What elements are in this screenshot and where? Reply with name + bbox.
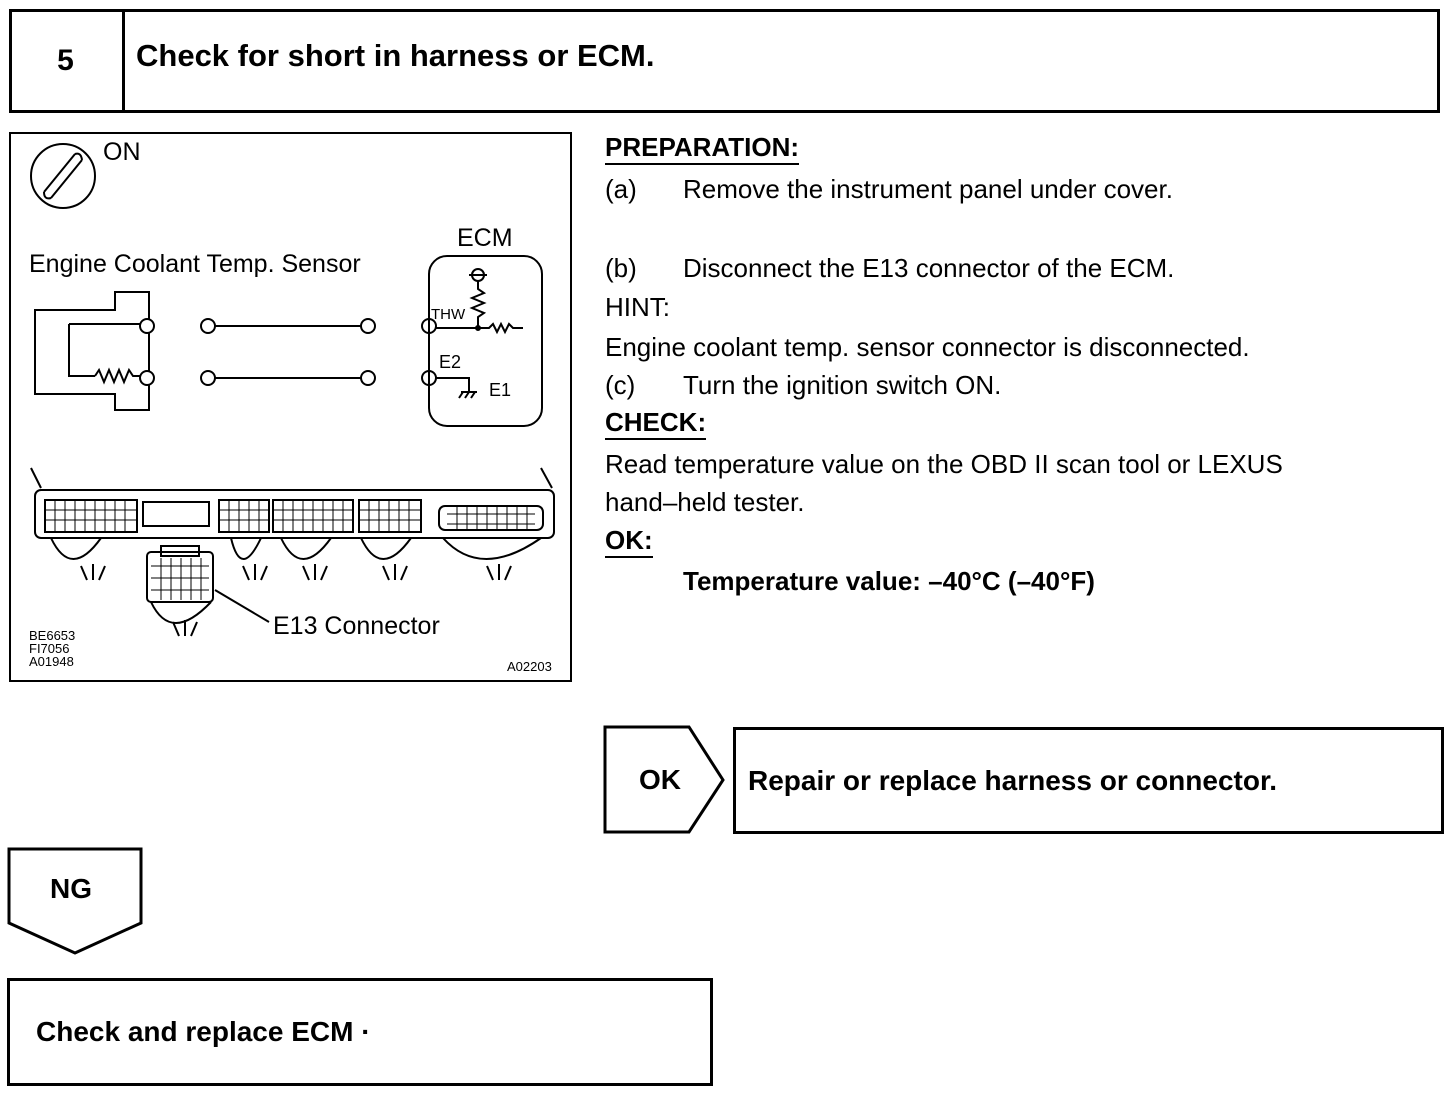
step-c-text: Turn the ignition switch ON. <box>683 370 1002 400</box>
ref-code-2: FI7056 <box>29 641 70 656</box>
ecm-connector-strip <box>30 467 555 637</box>
hint-heading: HINT: <box>605 292 670 322</box>
ok-tag-label: OK <box>639 764 681 795</box>
step-title: Check for short in harness or ECM. <box>136 38 655 73</box>
ok-heading: OK: <box>605 525 653 558</box>
preparation-heading: PREPARATION: <box>605 132 800 165</box>
check-text-line1: Read temperature value on the OBD II sca… <box>605 449 1283 479</box>
wiring-diagram: ON Engine Coolant Temp. Sensor ECM THW E… <box>9 132 572 682</box>
e2-terminal-label: E2 <box>439 352 462 372</box>
step-a-text: Remove the instrument panel under cover. <box>683 174 1173 204</box>
ecm-label: ECM <box>457 224 513 252</box>
ref-code-1: BE6653 <box>29 628 76 643</box>
ng-action-box <box>7 978 713 1086</box>
coolant-sensor-icon <box>34 291 150 411</box>
step-number: 5 <box>9 9 125 113</box>
hint-text: Engine coolant temp. sensor connector is… <box>605 332 1250 362</box>
sensor-label: Engine Coolant Temp. Sensor <box>29 250 361 278</box>
ok-tag-shape <box>603 725 725 834</box>
e1-terminal-label: E1 <box>489 380 512 400</box>
step-a-letter: (a) <box>605 174 637 204</box>
step-b-letter: (b) <box>605 253 637 283</box>
harness-wires <box>215 325 361 379</box>
check-heading: CHECK: <box>605 407 707 440</box>
ng-action-text: Check and replace ECM · <box>36 1016 371 1047</box>
ok-action-box <box>733 727 1444 834</box>
connector-pins <box>45 500 535 600</box>
step-c-letter: (c) <box>605 370 636 400</box>
diagram-drawing <box>30 143 555 637</box>
ignition-on-label: ON <box>103 138 141 166</box>
step-b-text: Disconnect the E13 connector of the ECM. <box>683 253 1175 283</box>
step-header-box <box>9 9 1440 113</box>
ecm-box <box>428 255 543 427</box>
check-text-line2: hand–held tester. <box>605 487 805 517</box>
ng-tag-shape <box>7 847 143 955</box>
ng-tag-label: NG <box>50 873 92 904</box>
ref-code-3: A01948 <box>29 654 74 669</box>
e13-connector-label: E13 Connector <box>273 612 440 640</box>
ignition-switch-icon <box>30 143 96 209</box>
ok-criteria: Temperature value: –40°C (–40°F) <box>683 566 1095 596</box>
figure-code: A02203 <box>507 659 552 674</box>
connector-terminals <box>139 318 437 386</box>
thw-terminal-label: THW <box>431 306 466 323</box>
ok-action-text: Repair or replace harness or connector. <box>748 765 1278 796</box>
